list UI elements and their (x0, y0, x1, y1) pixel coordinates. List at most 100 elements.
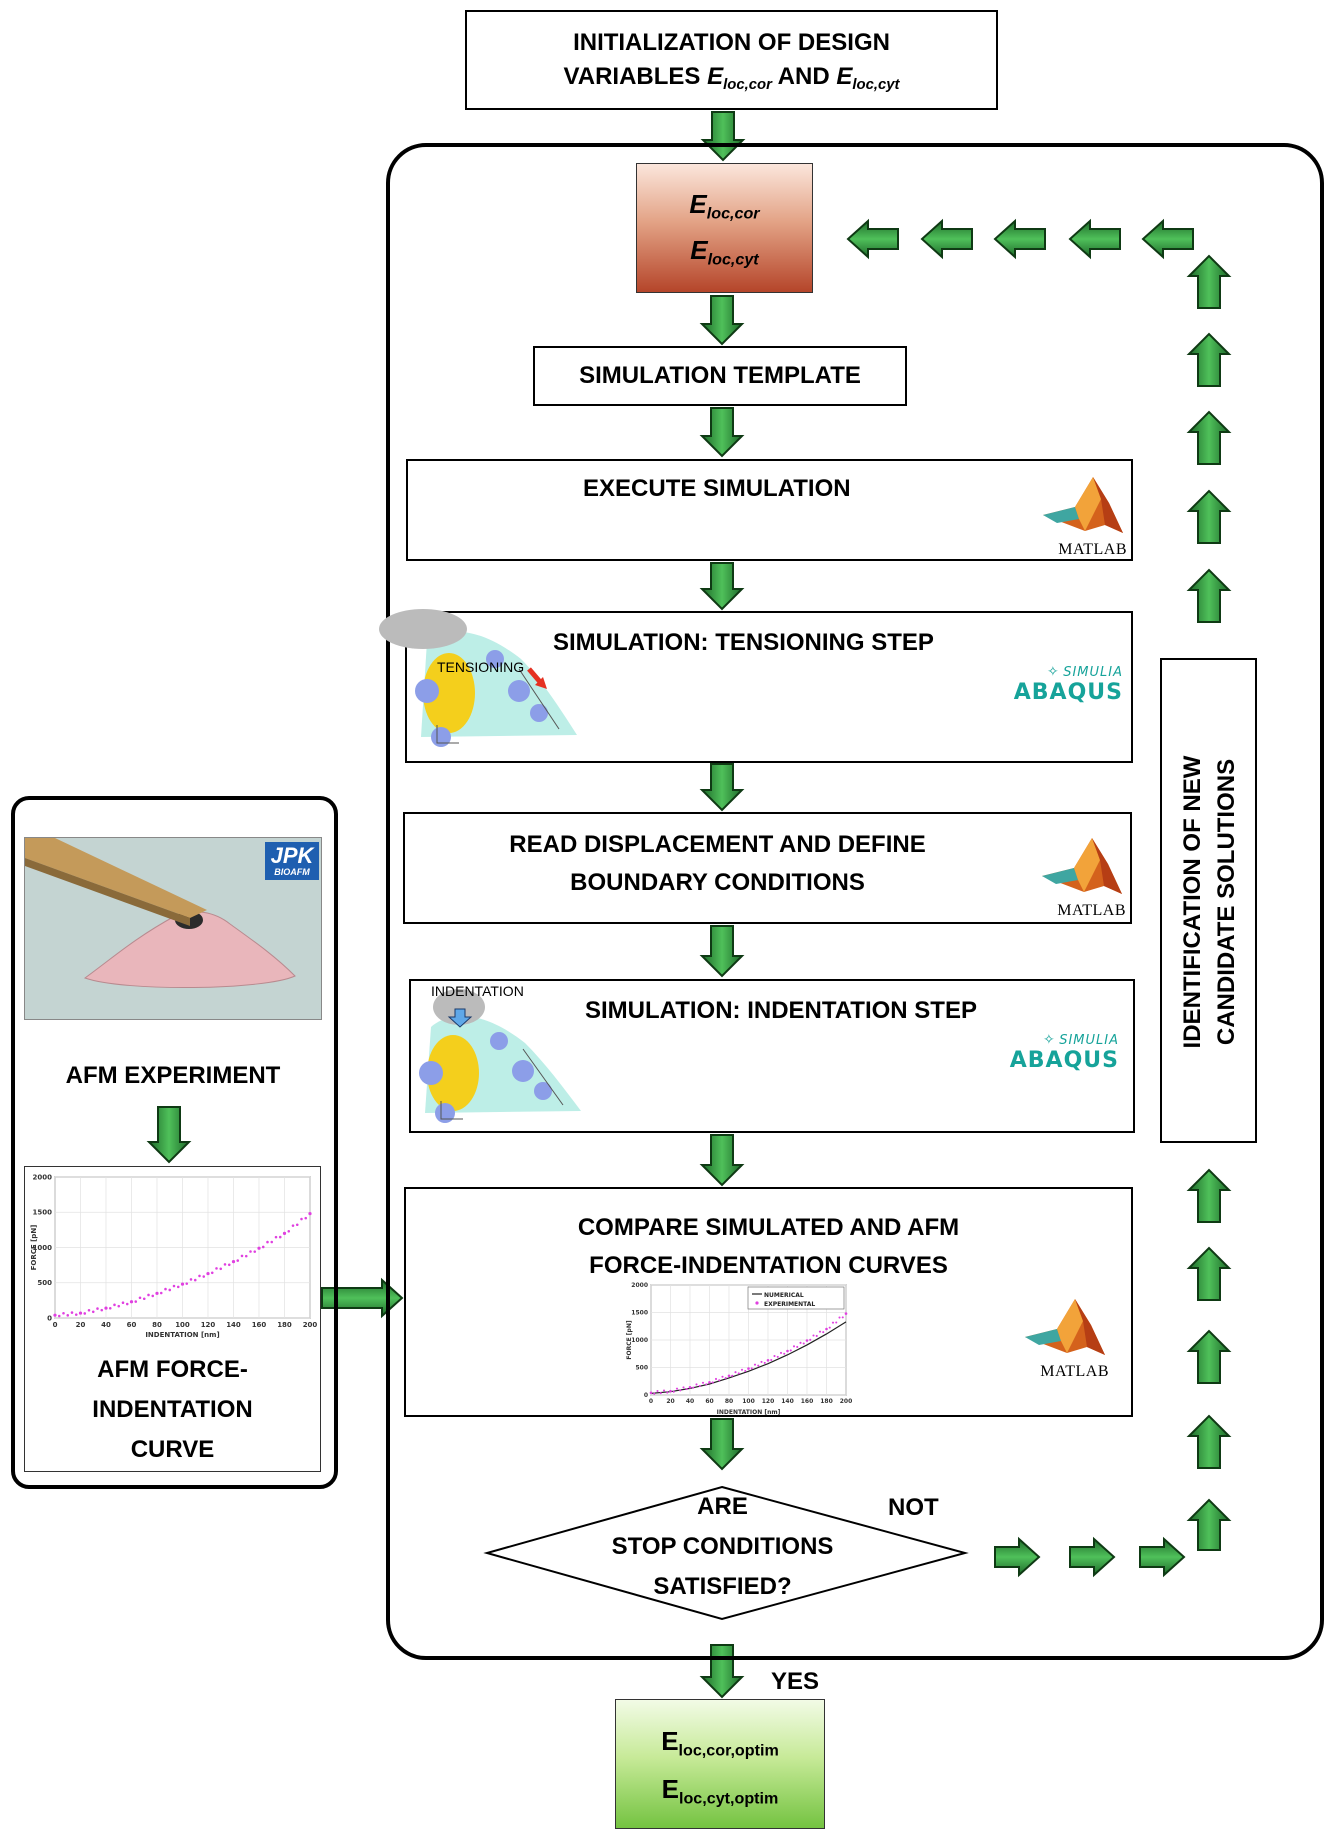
arrow-down (699, 925, 745, 978)
data-point-fill (770, 1358, 773, 1362)
data-point-fill (679, 1389, 682, 1392)
abaqus-logo: ✧ SIMULIA ABAQUS (1013, 663, 1123, 705)
data-point-fill (763, 1361, 766, 1364)
decision-no-label: NOT (888, 1494, 939, 1521)
y-tick-label: 1000 (33, 1244, 53, 1252)
x-tick-label: 80 (725, 1398, 733, 1405)
data-point-fill (249, 1250, 252, 1253)
data-point (282, 1231, 287, 1235)
candidate-solutions-box: IDENTIFICATION OF NEW CANDIDATE SOLUTION… (1160, 658, 1257, 1143)
data-point-fill (744, 1369, 747, 1373)
data-point-fill (96, 1307, 99, 1310)
arrow-up (1186, 332, 1232, 387)
data-point-fill (721, 1375, 724, 1378)
x-tick-label: 100 (742, 1398, 755, 1405)
arrow-afm-to-curve (146, 1106, 192, 1164)
x-axis-label: INDENTATION [nm] (717, 1409, 781, 1416)
tensioning-step-box: SIMULATION: TENSIONING STEP TENSIONING ✧… (379, 609, 1133, 763)
x-tick-label: 60 (127, 1321, 137, 1329)
data-point-fill (83, 1312, 87, 1315)
data-point-fill (91, 1310, 95, 1314)
data-point-fill (147, 1293, 150, 1297)
cell-model-image (379, 609, 577, 747)
legend-experimental: EXPERIMENTAL (764, 1301, 815, 1308)
data-point-fill (841, 1316, 844, 1319)
data-point (708, 1381, 711, 1384)
data-point-fill (773, 1354, 776, 1358)
compare-label: COMPARE SIMULATED AND AFM FORCE-INDENTAT… (577, 1214, 960, 1279)
x-axis-label: INDENTATION [nm] (145, 1331, 219, 1339)
data-point-fill (185, 1282, 189, 1285)
data-point (669, 1389, 672, 1393)
matlab-logo: MATLAB (1017, 1285, 1109, 1381)
data-point-fill (792, 1345, 796, 1348)
legend-numerical: NUMERICAL (764, 1292, 804, 1299)
x-tick-label: 200 (840, 1398, 853, 1405)
tensioning-model: TENSIONING (379, 609, 589, 755)
arrow-left (920, 218, 973, 260)
result-cyt: Eloc,cyt,optim (661, 1773, 779, 1808)
execute-simulation-box: EXECUTE SIMULATION MATLAB (406, 459, 1133, 561)
data-point-fill (236, 1259, 240, 1262)
compare-curves-box: COMPARE SIMULATED AND AFM FORCE-INDENTAT… (404, 1187, 1133, 1417)
data-point (688, 1386, 692, 1389)
arrow-left (846, 218, 899, 260)
x-tick-label: 40 (686, 1398, 694, 1405)
data-point (649, 1391, 653, 1395)
data-point-fill (70, 1311, 74, 1314)
data-point (53, 1313, 57, 1317)
data-point (766, 1359, 770, 1362)
arrow-down (699, 1134, 745, 1187)
tensioning-label: SIMULATION: TENSIONING STEP (553, 629, 934, 656)
jpk-logo: JPK BIOAFM (270, 843, 314, 877)
arrow-up (1186, 489, 1232, 544)
data-point-fill (270, 1240, 274, 1244)
data-point-fill (113, 1303, 116, 1307)
data-point (180, 1282, 185, 1286)
data-point-fill (210, 1271, 214, 1275)
arrow-right (1069, 1536, 1116, 1578)
simulia-icon: ✧ SIMULIA (1043, 1031, 1119, 1048)
y-tick-label: 500 (37, 1279, 52, 1287)
data-point-fill (227, 1263, 231, 1267)
y-tick-label: 2000 (33, 1173, 53, 1181)
tensioning-tag: TENSIONING (437, 659, 525, 675)
data-point-fill (57, 1314, 61, 1318)
cell-model-image (419, 989, 581, 1123)
x-tick-label: 80 (152, 1321, 162, 1329)
data-point-fill (66, 1314, 70, 1317)
data-point-fill (838, 1316, 841, 1319)
data-point-fill (142, 1297, 146, 1301)
init-line2: VARIABLES Eloc,cor AND Eloc,cyt (563, 63, 900, 94)
data-point-fill (164, 1287, 167, 1291)
data-point-fill (776, 1355, 779, 1358)
data-point-fill (87, 1308, 91, 1312)
data-point-fill (656, 1390, 659, 1393)
data-point-fill (698, 1384, 701, 1388)
indentation-label: SIMULATION: INDENTATION STEP (585, 997, 977, 1024)
series-line-numerical (650, 1321, 847, 1394)
data-point (78, 1311, 83, 1315)
data-point (308, 1212, 312, 1216)
data-point-fill (244, 1254, 248, 1258)
arrow-up (1186, 1168, 1232, 1223)
arrow-right (1139, 1536, 1186, 1578)
data-point-fill (714, 1377, 718, 1380)
data-point (805, 1339, 809, 1342)
arrow-afm-to-compare (321, 1277, 404, 1319)
indentation-tag: INDENTATION (431, 983, 524, 999)
x-tick-label: 160 (801, 1398, 814, 1405)
data-point-fill (682, 1386, 685, 1389)
afm-experiment-image (25, 838, 321, 1019)
matlab-icon (1043, 477, 1123, 533)
y-axis-label: FORCE [pN] (626, 1320, 633, 1359)
indentation-step-box: SIMULATION: INDENTATION STEP INDENTATION… (409, 979, 1135, 1133)
data-point-fill (783, 1352, 786, 1355)
data-point (786, 1349, 789, 1353)
data-point-fill (62, 1311, 65, 1315)
data-point-fill (653, 1392, 656, 1395)
data-point-fill (134, 1300, 138, 1303)
read-displacement-box: READ DISPLACEMENT AND DEFINE BOUNDARY CO… (403, 812, 1132, 924)
